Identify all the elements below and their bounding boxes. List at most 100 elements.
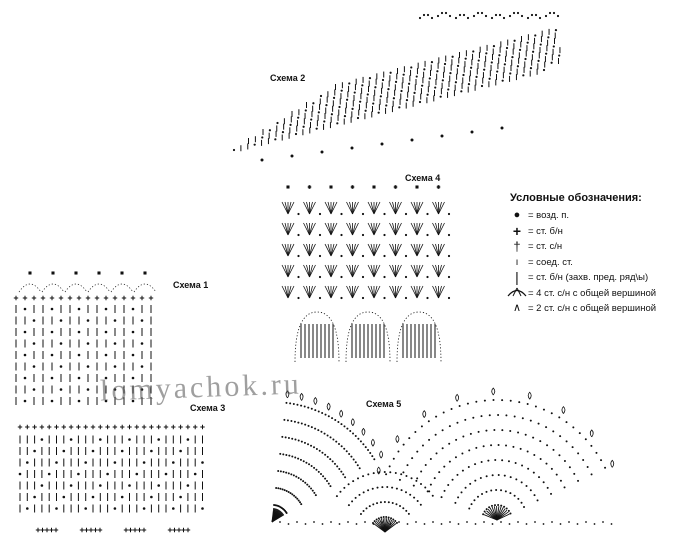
chain-stitch	[435, 452, 438, 455]
single-crochet	[76, 424, 81, 430]
fan-stitch	[435, 201, 439, 215]
chain-stitch	[429, 457, 432, 460]
chain-stitch	[323, 432, 326, 435]
chain-stitch	[330, 113, 333, 116]
fan-stitch	[346, 222, 353, 236]
chain-stitch	[600, 459, 603, 462]
fan-stitch	[432, 285, 439, 299]
chain-stitch	[447, 484, 450, 487]
chain-stitch	[571, 446, 574, 449]
chain-stitch	[253, 143, 256, 146]
chain-stitch	[364, 109, 367, 112]
chain-stitch	[610, 523, 613, 525]
chain-stitch	[558, 416, 561, 419]
chain-stitch	[474, 523, 477, 525]
chain-stitch	[410, 477, 413, 480]
arch	[41, 283, 65, 293]
fan-stitch	[309, 243, 316, 257]
chain-stitch	[538, 16, 542, 20]
chain-stitch	[23, 307, 27, 311]
chain-stitch	[593, 523, 596, 525]
chain-stitch	[402, 73, 405, 76]
chain-stitch	[426, 275, 429, 279]
picot	[28, 271, 32, 275]
scheme-3-diagram	[17, 424, 205, 533]
chain-stitch	[485, 429, 488, 432]
chain-stitch	[330, 521, 332, 523]
chain-stitch	[525, 523, 528, 525]
chain-stitch	[464, 486, 467, 489]
chain-stitch	[86, 365, 90, 368]
chain-stitch	[343, 447, 346, 450]
chain-stitch	[514, 461, 517, 464]
chain-stitch	[576, 523, 579, 525]
chain-stitch	[289, 402, 292, 405]
chain-stitch	[481, 492, 484, 495]
fan-stitch	[395, 222, 402, 236]
chain-stitch	[497, 444, 500, 447]
fan-stitch	[373, 243, 378, 257]
chain-stitch	[261, 136, 264, 139]
chain-stitch	[503, 63, 506, 66]
chain-stitch	[113, 342, 117, 345]
chain-stitch	[402, 471, 405, 474]
chain-stitch	[287, 472, 290, 475]
chain-stitch	[387, 501, 390, 504]
chain-stitch	[352, 458, 355, 461]
picot	[589, 429, 594, 438]
chain-stitch	[33, 449, 36, 453]
chain-stitch	[327, 482, 330, 485]
chain-stitch	[394, 520, 397, 523]
fan-stitch	[309, 264, 313, 278]
chain-stitch	[559, 435, 562, 438]
single-crochet	[49, 527, 54, 533]
dagger-icon: †	[513, 239, 521, 254]
chain-stitch	[586, 465, 589, 468]
chain-stitch	[526, 402, 529, 405]
chain-stitch	[18, 472, 22, 476]
chain-stitch	[523, 505, 526, 508]
fan-stitch	[349, 264, 353, 278]
chain-stitch	[448, 14, 452, 18]
chain-stitch	[314, 427, 317, 430]
chain-stitch	[426, 13, 430, 17]
chain-stitch	[331, 460, 334, 463]
chain-stitch	[501, 429, 504, 432]
chain-stitch	[315, 447, 318, 450]
chain-stitch	[529, 419, 532, 422]
chain-stitch	[281, 131, 285, 134]
chain-stitch	[77, 307, 81, 311]
chain-stitch	[376, 486, 379, 489]
chain-stitch	[451, 478, 454, 481]
chain-stitch	[372, 102, 375, 105]
chain-stitch	[516, 11, 520, 15]
chain-stitch	[290, 473, 293, 476]
chain-stitch	[346, 98, 349, 101]
fan-stitch	[327, 264, 332, 278]
chain-stitch	[513, 39, 516, 42]
fan-stitch	[413, 201, 418, 215]
chain-stitch	[362, 491, 365, 494]
fan-stitch	[438, 285, 442, 299]
chain-stitch	[308, 463, 311, 466]
chain-stitch	[293, 420, 296, 423]
single-crochet	[76, 295, 82, 301]
chain-stitch	[485, 508, 488, 511]
chain-stitch	[507, 460, 510, 463]
chain-stitch	[302, 480, 305, 483]
chain-stitch	[482, 513, 485, 516]
chain-stitch	[77, 399, 81, 403]
chain-stitch	[554, 29, 558, 32]
fan-stitch	[395, 201, 399, 215]
fan-stitch	[370, 201, 375, 215]
arch	[64, 283, 88, 293]
chain-stitch	[404, 491, 407, 494]
chain-stitch	[348, 452, 351, 455]
fan-stitch	[287, 243, 295, 257]
fan-stitch	[346, 201, 353, 215]
chain-stitch	[524, 57, 527, 61]
fan-stitch	[327, 222, 332, 236]
arch	[110, 283, 134, 293]
chain-stitch	[340, 423, 343, 426]
chain-stitch	[32, 319, 36, 322]
